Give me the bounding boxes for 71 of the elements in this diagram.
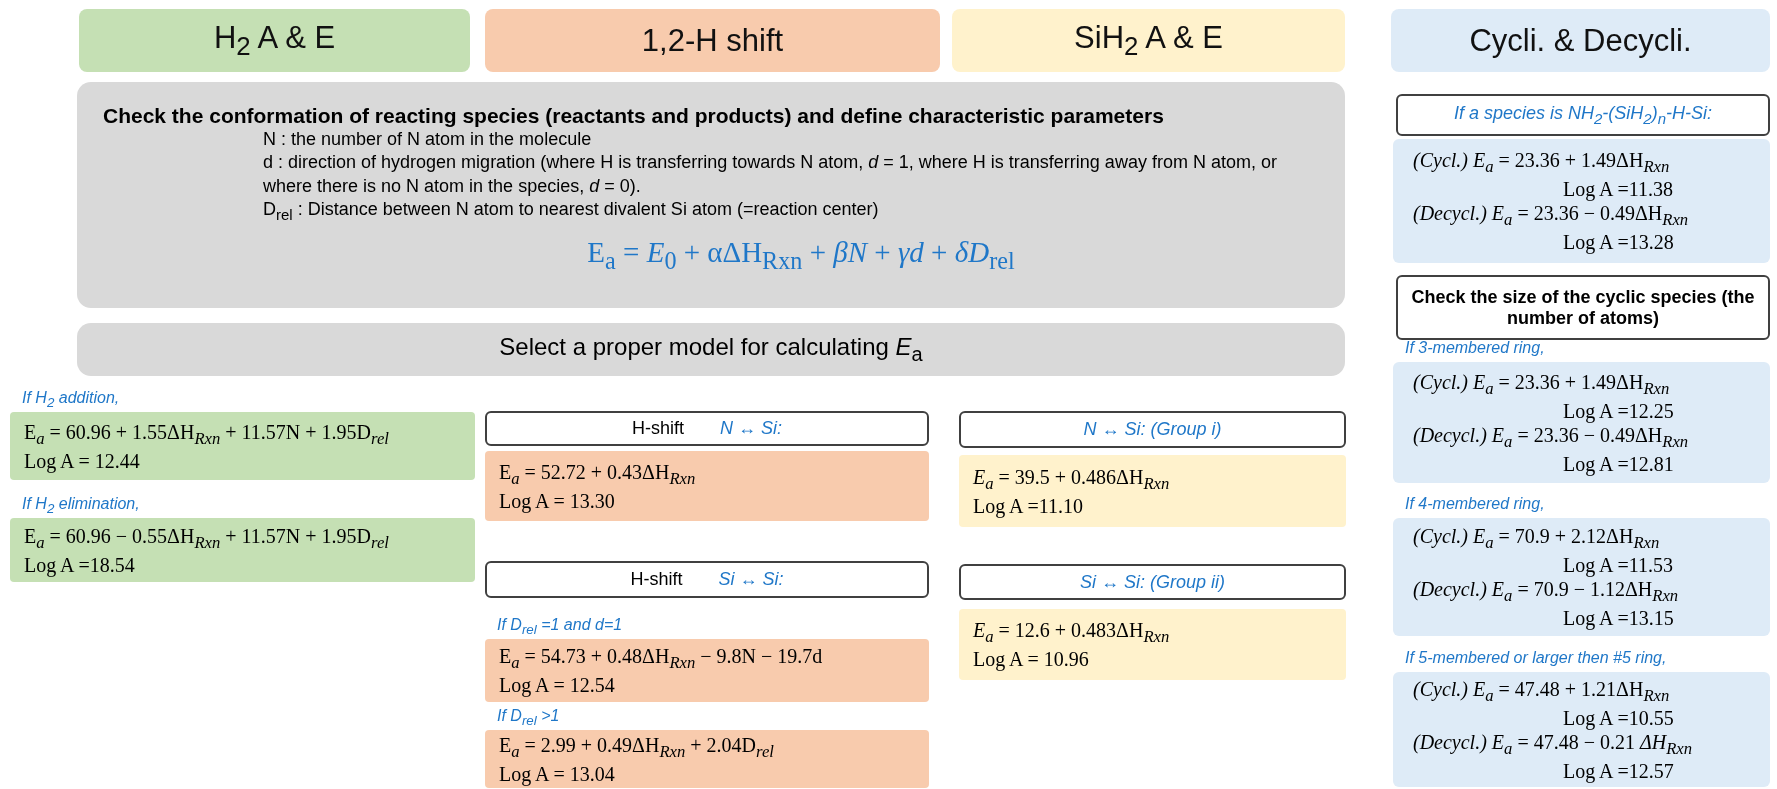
condition-text: H-shift bbox=[630, 569, 683, 590]
equation-text: Log A =12.57 bbox=[1562, 758, 1675, 783]
formula-box bbox=[485, 451, 929, 521]
condition-label: If 3-membered ring, bbox=[1405, 339, 1545, 357]
condition-text: H-shift bbox=[632, 418, 684, 439]
condition-box bbox=[1396, 275, 1770, 340]
condition-text: Si ↔ Si: bbox=[718, 569, 784, 590]
equation-text: Log A =11.10 bbox=[973, 493, 1084, 518]
equation-text: Log A = 10.96 bbox=[973, 647, 1090, 671]
category-header bbox=[485, 9, 940, 72]
condition-box bbox=[959, 411, 1346, 448]
equation-text: (Cycl.) E$_{a}$ = 70.9 + 2.12ΔH$_{Rxn}$ bbox=[1413, 524, 1661, 553]
category-header bbox=[1391, 9, 1770, 72]
equation-text: Log A = 13.30 bbox=[499, 488, 616, 513]
equation-text: E$_{a}$ = 52.72 + 0.43ΔH$_{Rxn}$ bbox=[499, 459, 697, 489]
equation-text: Log A = 12.44 bbox=[24, 448, 141, 473]
equation-text: (Cycl.) E$_{a}$ = 23.36 + 1.49ΔH$_{Rxn}$ bbox=[1413, 369, 1671, 399]
equation-text: (Cycl.) E$_{a}$ = 47.48 + 1.21ΔH$_{Rxn}$ bbox=[1413, 676, 1671, 706]
equation-text: Log A =12.81 bbox=[1562, 451, 1675, 476]
condition-label: If H$_{2}$ addition, bbox=[22, 389, 120, 411]
header-text: Cycli. & Decycli. bbox=[1469, 22, 1692, 59]
equation-text: (Decycl.) E$_{a}$ = 23.36 − 0.49ΔH$_{Rxn}$ bbox=[1413, 423, 1690, 452]
header-text: H$_{2}$ A & E bbox=[213, 19, 336, 62]
condition-label: If D$_{rel}$ =1 and d=1 bbox=[497, 616, 623, 638]
equation-text: E$_{a}$ = 60.96 + 1.55ΔH$_{Rxn}$ + 11.57N + 1.95D$_{rel}$ bbox=[24, 419, 390, 449]
instruction-text: Check the size of the cyclic species (the number of atoms) bbox=[1410, 286, 1756, 329]
condition-text: If a species is NH$_{2}$-(SiH$_{2}$)$_{n}$-H-Si: bbox=[1453, 103, 1713, 127]
condition-text: N ↔ Si: bbox=[720, 418, 782, 439]
category-header bbox=[79, 9, 470, 72]
panel-heading: Check the conformation of reacting species (reactants and products) and define characteristic parameters bbox=[103, 104, 1165, 128]
model-selection-bar bbox=[77, 323, 1345, 376]
equation-text: E$_{a}$ = 60.96 − 0.55ΔH$_{Rxn}$ + 11.57N + 1.95D$_{rel}$ bbox=[24, 523, 390, 553]
equation-text: Log A =11.38 bbox=[1562, 177, 1674, 201]
condition-label: If H$_{2}$ elimination, bbox=[22, 495, 140, 517]
equation-text: Log A =12.25 bbox=[1562, 398, 1675, 423]
equation-text: (Decycl.) E$_{a}$ = 23.36 − 0.49ΔH$_{Rxn}$ bbox=[1413, 201, 1690, 230]
condition-box bbox=[485, 561, 929, 598]
equation-text: Log A =13.15 bbox=[1562, 606, 1675, 630]
equation-text: E$_{a}$ = 39.5 + 0.486ΔH$_{Rxn}$ bbox=[973, 464, 1171, 494]
instruction-text: Select a proper model for calculating E$_{a}$ bbox=[499, 333, 923, 366]
condition-label: If 5-membered or larger then #5 ring, bbox=[1405, 649, 1667, 667]
category-header bbox=[952, 9, 1345, 72]
header-text: 1,2-H shift bbox=[641, 22, 784, 59]
equation-text: Log A = 13.04 bbox=[499, 761, 616, 786]
equation-text: E$_{a}$ = E$_{0}$ + αΔH$_{Rxn}$ + βN + γd + δD$_{rel}$ bbox=[586, 236, 1016, 276]
condition-text: N ↔ Si: (Group i) bbox=[1083, 419, 1222, 440]
condition-box bbox=[959, 564, 1346, 600]
equation-text: (Decycl.) E$_{a}$ = 47.48 − 0.21 ΔH$_{Rxn}$ bbox=[1413, 730, 1694, 759]
formula-box bbox=[959, 455, 1346, 527]
condition-box bbox=[1396, 94, 1770, 136]
condition-label: If D$_{rel}$ >1 bbox=[497, 707, 560, 729]
equation-text: Log A =10.55 bbox=[1562, 705, 1675, 730]
equation-text: (Decycl.) E$_{a}$ = 70.9 − 1.12ΔH$_{Rxn}$ bbox=[1413, 577, 1680, 606]
definition-text: D$_{rel}$ : Distance between N atom to nearest divalent Si atom (=reaction center) bbox=[263, 198, 880, 225]
equation-text: E$_{a}$ = 12.6 + 0.483ΔH$_{Rxn}$ bbox=[973, 618, 1171, 647]
equation-text: (Cycl.) E$_{a}$ = 23.36 + 1.49ΔH$_{Rxn}$ bbox=[1413, 148, 1671, 177]
formula-box bbox=[1393, 139, 1770, 263]
formula-box bbox=[959, 609, 1346, 680]
condition-text: Si ↔ Si: (Group ii) bbox=[1080, 571, 1225, 593]
equation-text: E$_{a}$ = 2.99 + 0.49ΔH$_{Rxn}$ + 2.04D$_{rel}$ bbox=[499, 732, 775, 762]
equation-text: Log A =18.54 bbox=[24, 552, 136, 577]
definition-text: N : the number of N atom in the molecule bbox=[263, 128, 593, 151]
instruction-panel bbox=[77, 82, 1345, 308]
equation-text: Log A =11.53 bbox=[1562, 553, 1674, 577]
condition-label: If 4-membered ring, bbox=[1405, 495, 1545, 513]
definition-text: d : direction of hydrogen migration (where H is transferring towards N atom, d = 1, where H is transferring away from N atom, or where there is no N atom in the species, d = 0). bbox=[263, 151, 1278, 198]
condition-box bbox=[485, 411, 929, 446]
equation-text: Log A = 12.54 bbox=[499, 673, 616, 697]
equation-text: E$_{a}$ = 54.73 + 0.48ΔH$_{Rxn}$ − 9.8N − 19.7d bbox=[499, 644, 824, 673]
equation-text: Log A =13.28 bbox=[1562, 230, 1675, 254]
header-text: SiH$_{2}$ A & E bbox=[1074, 19, 1223, 62]
